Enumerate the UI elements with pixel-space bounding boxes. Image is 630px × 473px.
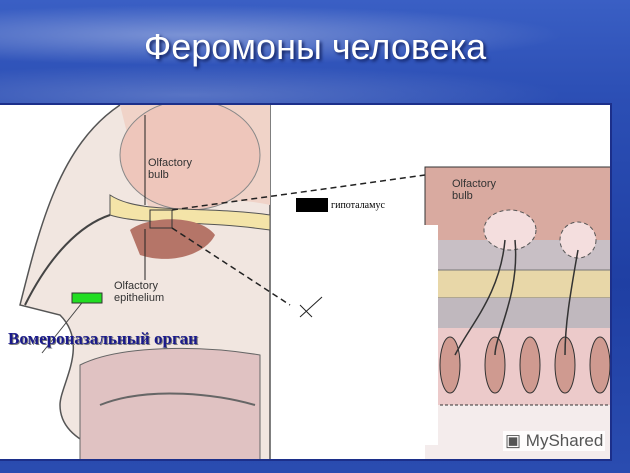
hypothalamus-label: гипоталамус [331, 200, 385, 211]
presentation-icon: ▣ [505, 431, 522, 450]
olfactory-epithelium-label: Olfactory epithelium [114, 280, 165, 304]
anatomy-figure: Olfactory bulb Olfactory epithelium Olfa… [0, 103, 612, 461]
watermark-text: MyShared [525, 431, 604, 450]
olfactory-bulb-detail-label: Olfactory bulb [452, 178, 497, 202]
vno-marker [71, 292, 103, 304]
olfactory-bulb-label: Olfactory bulb [148, 157, 193, 181]
slide-title: Феромоны человека [143, 26, 487, 67]
watermark: ▣ MyShared [503, 431, 606, 451]
nasal-cavity-illustration [19, 105, 610, 459]
vomeronasal-organ-label: Вомероназальный орган [8, 329, 198, 348]
hypothalamus-marker [296, 198, 328, 212]
background-streak [0, 0, 630, 70]
